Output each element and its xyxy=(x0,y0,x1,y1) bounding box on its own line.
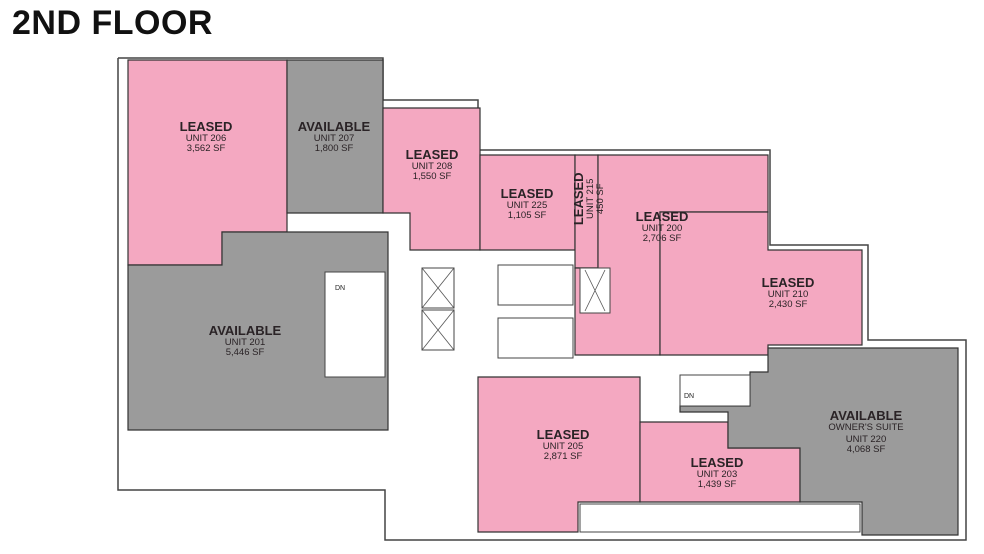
stair-west xyxy=(324,271,386,378)
stair-east xyxy=(679,374,751,407)
unit-201-area[interactable] xyxy=(127,231,389,431)
stair-dn-label: DN xyxy=(335,285,345,292)
restroom-south xyxy=(497,317,574,359)
restroom-north xyxy=(497,264,574,306)
unit-208-area[interactable] xyxy=(382,107,481,251)
building-outline xyxy=(117,57,967,541)
stair-dn-label: DN xyxy=(684,393,694,400)
balcony-south xyxy=(579,503,861,533)
unit-210-area[interactable] xyxy=(659,211,863,356)
floor-title: 2ND FLOOR xyxy=(12,4,213,42)
unit-205-area[interactable] xyxy=(477,376,641,533)
